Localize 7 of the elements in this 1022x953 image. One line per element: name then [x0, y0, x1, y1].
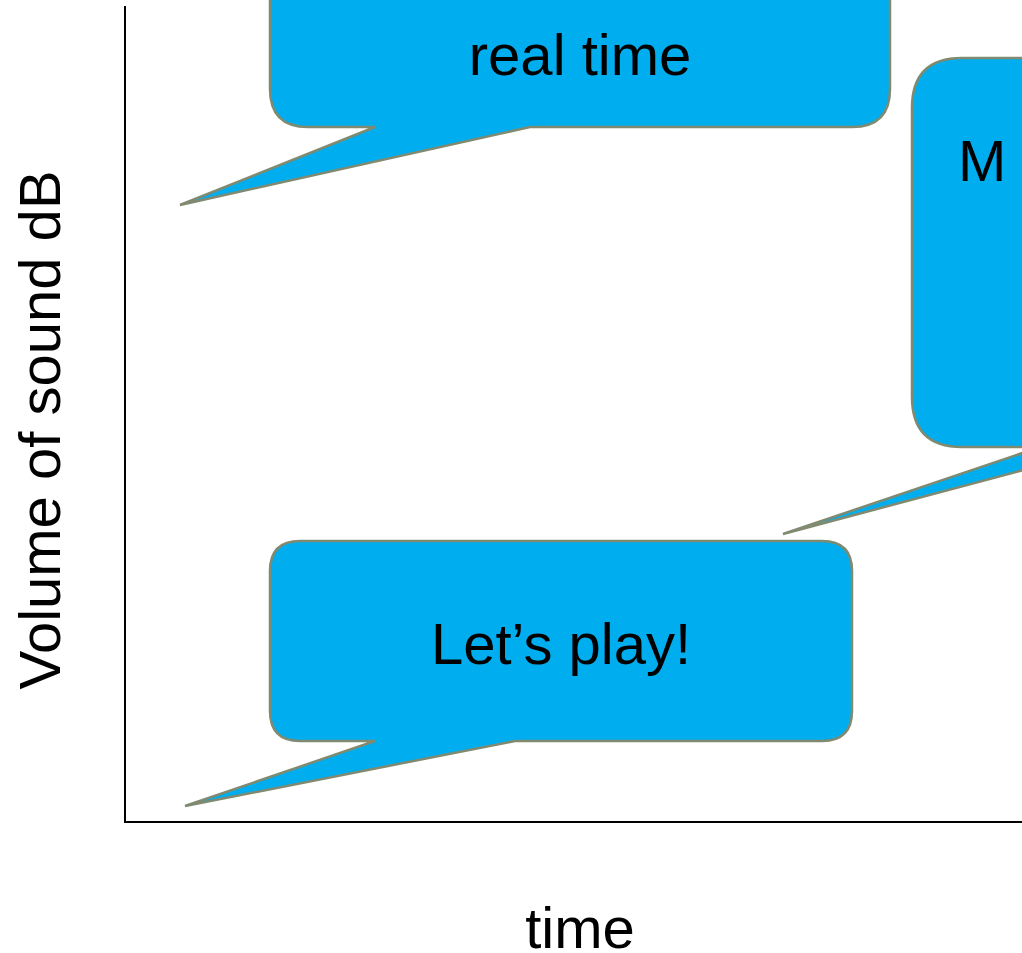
speech-bubble — [183, 539, 855, 810]
bubble-text: Let’s play! — [429, 610, 693, 678]
speech-bubble — [178, 0, 894, 209]
bubble-text: M — [958, 127, 1007, 195]
axis-label: Volume of sound dB — [6, 170, 73, 690]
axis-label: time — [525, 894, 635, 953]
bubble-text: real time — [467, 21, 693, 89]
